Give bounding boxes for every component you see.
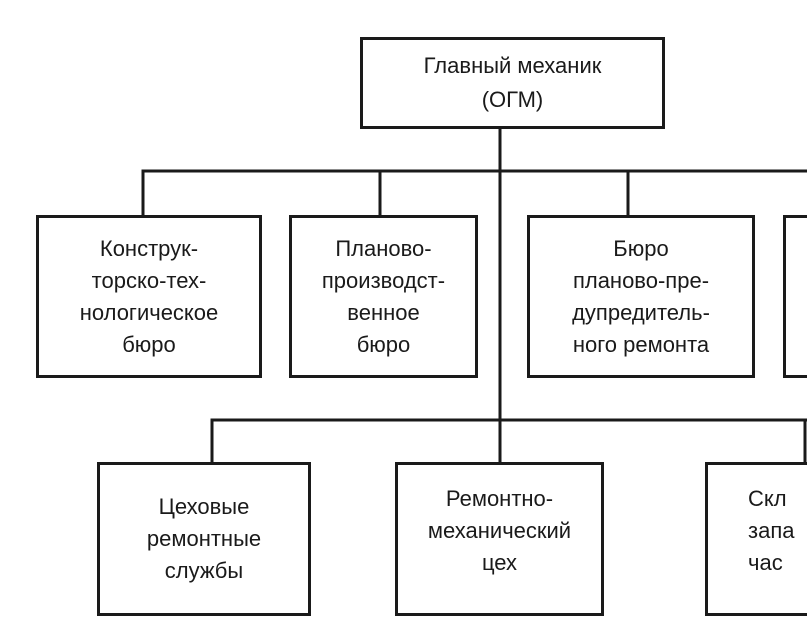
spare-parts-warehouse-box: Скл запа час xyxy=(705,462,807,616)
planning-production-bureau-box: Планово- производст- венное бюро xyxy=(289,215,478,378)
preventive-maintenance-bureau-box: Бюро планово-пре- дупредитель- ного ремо… xyxy=(527,215,755,378)
chief-mechanic-box: Главный механик (ОГМ) xyxy=(360,37,665,129)
partial-bureau-box xyxy=(783,215,807,378)
design-technology-bureau-box: Конструк- торско-тех- нологическое бюро xyxy=(36,215,262,378)
repair-mechanical-shop-box: Ремонтно- механический цех xyxy=(395,462,604,616)
shop-repair-services-box: Цеховые ремонтные службы xyxy=(97,462,311,616)
